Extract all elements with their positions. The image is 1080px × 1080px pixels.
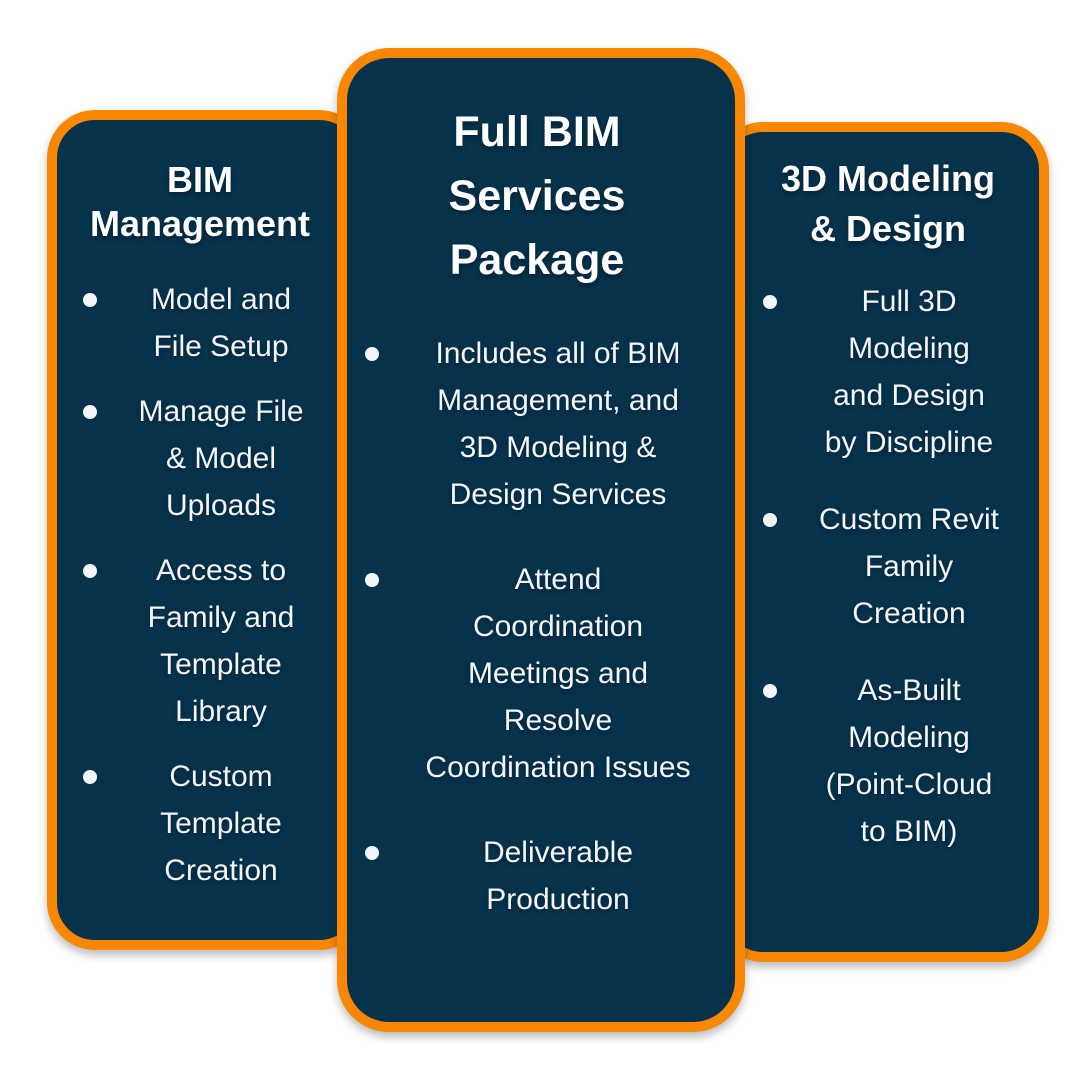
card-title-3d-modeling-design: 3D Modeling & Design bbox=[781, 158, 995, 249]
bullet-icon bbox=[763, 513, 777, 527]
list-item: Attend Coordination Meetings and Resolve… bbox=[351, 556, 723, 791]
bullet-icon bbox=[83, 405, 97, 419]
list-item-text: Manage File & Model Uploads bbox=[138, 395, 304, 522]
list-item-text: Access to Family and Template Library bbox=[147, 554, 295, 728]
list-item-text: Includes all of BIM Management, and 3D M… bbox=[435, 337, 681, 511]
feature-list-bim-management: Model and File Setup Manage File & Model… bbox=[69, 276, 331, 894]
bullet-icon bbox=[365, 573, 379, 587]
card-title-bim-management: BIM Management bbox=[89, 159, 311, 244]
bullet-column bbox=[69, 388, 111, 419]
bullet-icon bbox=[763, 684, 777, 698]
bullet-icon bbox=[83, 564, 97, 578]
list-item: As-Built Modeling (Point-Cloud to BIM) bbox=[749, 667, 1027, 855]
bullet-column bbox=[351, 556, 393, 587]
bullet-column bbox=[749, 278, 791, 309]
list-item: Includes all of BIM Management, and 3D M… bbox=[351, 330, 723, 518]
bullet-column bbox=[351, 829, 393, 860]
bullet-icon bbox=[83, 293, 97, 307]
bullet-icon bbox=[365, 846, 379, 860]
card-3d-modeling-design: 3D Modeling & Design Full 3D Modeling an… bbox=[715, 122, 1049, 962]
bullet-column bbox=[749, 496, 791, 527]
feature-list-3d-modeling-design: Full 3D Modeling and Design by Disciplin… bbox=[749, 278, 1027, 855]
card-bim-management: BIM Management Model and File Setup Mana… bbox=[47, 110, 367, 950]
bullet-column bbox=[351, 330, 393, 361]
list-item-text: Full 3D Modeling and Design by Disciplin… bbox=[824, 285, 994, 459]
list-item-text: As-Built Modeling (Point-Cloud to BIM) bbox=[825, 674, 993, 848]
list-item-text: Deliverable Production bbox=[482, 836, 634, 916]
list-item: Manage File & Model Uploads bbox=[69, 388, 331, 529]
bullet-icon bbox=[83, 770, 97, 784]
list-item-text: Custom Revit Family Creation bbox=[818, 503, 1000, 630]
feature-list-full-bim-services-package: Includes all of BIM Management, and 3D M… bbox=[351, 330, 723, 923]
list-item: Custom Template Creation bbox=[69, 753, 331, 894]
list-item: Access to Family and Template Library bbox=[69, 547, 331, 735]
bullet-column bbox=[749, 667, 791, 698]
list-item: Custom Revit Family Creation bbox=[749, 496, 1027, 637]
list-item-text: Custom Template Creation bbox=[160, 760, 282, 887]
list-item: Deliverable Production bbox=[351, 829, 723, 923]
list-item: Full 3D Modeling and Design by Disciplin… bbox=[749, 278, 1027, 466]
bullet-icon bbox=[365, 347, 379, 361]
card-title-full-bim-services-package: Full BIM Services Package bbox=[448, 108, 626, 284]
bullet-icon bbox=[763, 295, 777, 309]
card-full-bim-services-package: Full BIM Services Package Includes all o… bbox=[337, 48, 745, 1032]
bullet-column bbox=[69, 276, 111, 307]
bullet-column bbox=[69, 547, 111, 578]
bullet-column bbox=[69, 753, 111, 784]
list-item-text: Attend Coordination Meetings and Resolve… bbox=[425, 563, 691, 784]
list-item-text: Model and File Setup bbox=[150, 283, 292, 363]
list-item: Model and File Setup bbox=[69, 276, 331, 370]
